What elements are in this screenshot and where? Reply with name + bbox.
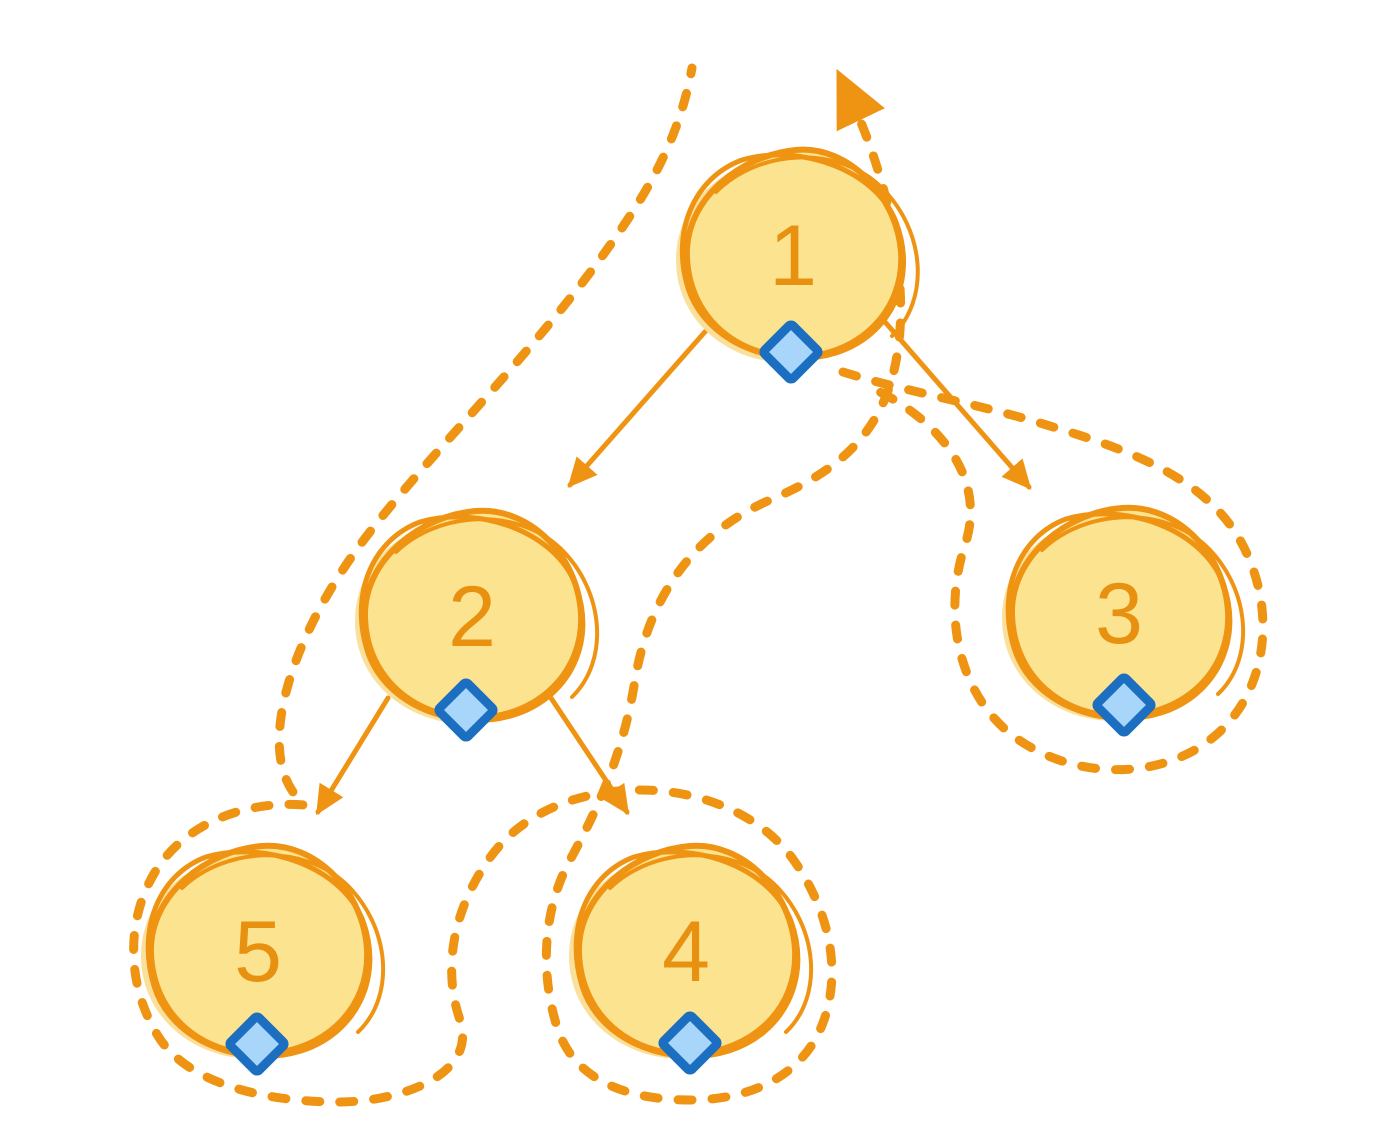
node-sketch-stroke-a — [573, 849, 801, 1060]
tree-node-1[interactable]: 1 — [676, 146, 920, 384]
tree-node-5[interactable]: 5 — [141, 842, 386, 1076]
edge-1-2[interactable] — [567, 322, 714, 488]
node-label-3: 3 — [1095, 566, 1143, 662]
node-sketch-stroke-b — [1040, 515, 1246, 696]
node-sketch-stroke-b — [714, 155, 920, 338]
edge-1-3[interactable] — [882, 319, 1032, 490]
node-marker-3[interactable] — [1092, 673, 1156, 737]
edges-group — [315, 319, 1032, 816]
edge-2-4[interactable] — [548, 695, 630, 816]
node-marker-2[interactable] — [434, 678, 498, 742]
tree-node-4[interactable]: 4 — [569, 842, 814, 1075]
node-sketch-stroke-b — [608, 853, 814, 1034]
node-label-1: 1 — [769, 208, 817, 304]
node-sketch-stroke-b — [180, 853, 386, 1034]
traversal-path-right-lobe[interactable] — [838, 367, 1268, 775]
node-label-4: 4 — [662, 904, 710, 1000]
node-label-5: 5 — [234, 904, 282, 1000]
node-label-2: 2 — [448, 569, 496, 665]
node-sketch-stroke-b — [394, 517, 600, 699]
node-marker-1[interactable] — [759, 320, 823, 384]
node-sketch-stroke-a — [679, 152, 906, 362]
node-marker-5[interactable] — [225, 1012, 289, 1076]
edge-2-5[interactable] — [315, 695, 391, 816]
node-sketch-stroke-a — [358, 514, 586, 724]
node-sketch-stroke-a — [145, 849, 373, 1060]
node-marker-4[interactable] — [658, 1011, 722, 1075]
node-sketch-stroke-a — [1005, 511, 1233, 722]
tree-node-3[interactable]: 3 — [1002, 504, 1246, 737]
tree-node-2[interactable]: 2 — [355, 507, 600, 742]
